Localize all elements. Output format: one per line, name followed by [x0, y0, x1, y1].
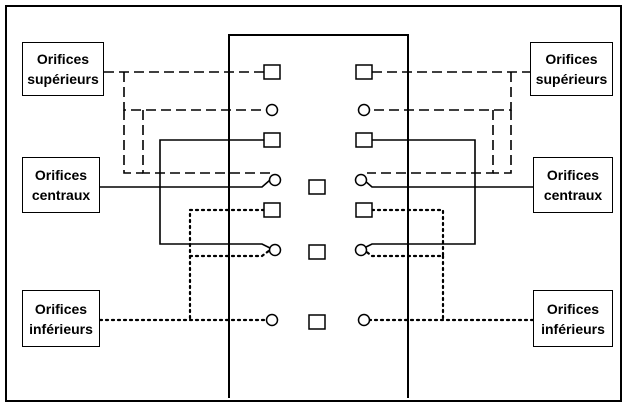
diagram-frame	[5, 5, 622, 402]
center-left-solid-line	[100, 179, 271, 188]
port-square-upper-right	[355, 64, 373, 80]
port-circle-lowmid-left	[268, 243, 282, 257]
upper-left-dashed-loop	[123, 72, 264, 111]
square-ports	[263, 64, 373, 330]
upper-left-dashed-drop	[123, 110, 143, 174]
port-circle-upper-left	[265, 103, 279, 117]
port-circle-upper-right	[357, 103, 371, 117]
round-ports	[265, 103, 371, 327]
center-right-solid-line	[363, 179, 533, 188]
upper-dashed-connections	[104, 71, 530, 174]
port-square-lowmid-left	[263, 202, 281, 218]
center-right-solid-loop	[363, 139, 476, 249]
center-left-solid-loop	[159, 139, 271, 249]
port-square-center-3	[308, 314, 326, 330]
port-circle-center-right	[354, 173, 368, 187]
lower-right-dotted-loop	[362, 208, 445, 258]
label-lower-orifices-left: Orifices inférieurs	[22, 290, 100, 347]
central-enclosure-outline	[228, 34, 409, 398]
upper-right-dashed-loop	[373, 72, 512, 111]
port-circle-center-left	[268, 173, 282, 187]
port-square-lowmid-right	[355, 202, 373, 218]
port-circle-lower-left	[265, 313, 279, 327]
port-square-center-2	[308, 244, 326, 260]
label-central-orifices-right: Orifices centraux	[533, 157, 613, 213]
upper-right-dashed-drop	[493, 110, 512, 174]
upper-left-dashed-branch	[142, 110, 270, 174]
port-square-upper-left	[263, 64, 281, 80]
label-upper-orifices-right: Orifices supérieurs	[530, 42, 613, 96]
lower-dotted-connections	[98, 208, 535, 322]
label-central-orifices-left: Orifices centraux	[22, 157, 100, 213]
label-upper-orifices-left: Orifices supérieurs	[22, 42, 104, 96]
label-lower-orifices-right: Orifices inférieurs	[533, 290, 613, 347]
port-circle-lower-right	[357, 313, 371, 327]
port-square-mid-left	[263, 132, 281, 148]
port-square-mid-right	[355, 132, 373, 148]
upper-right-dashed-branch	[367, 110, 494, 174]
port-square-center-1	[308, 179, 326, 195]
port-circle-lowmid-right	[354, 243, 368, 257]
